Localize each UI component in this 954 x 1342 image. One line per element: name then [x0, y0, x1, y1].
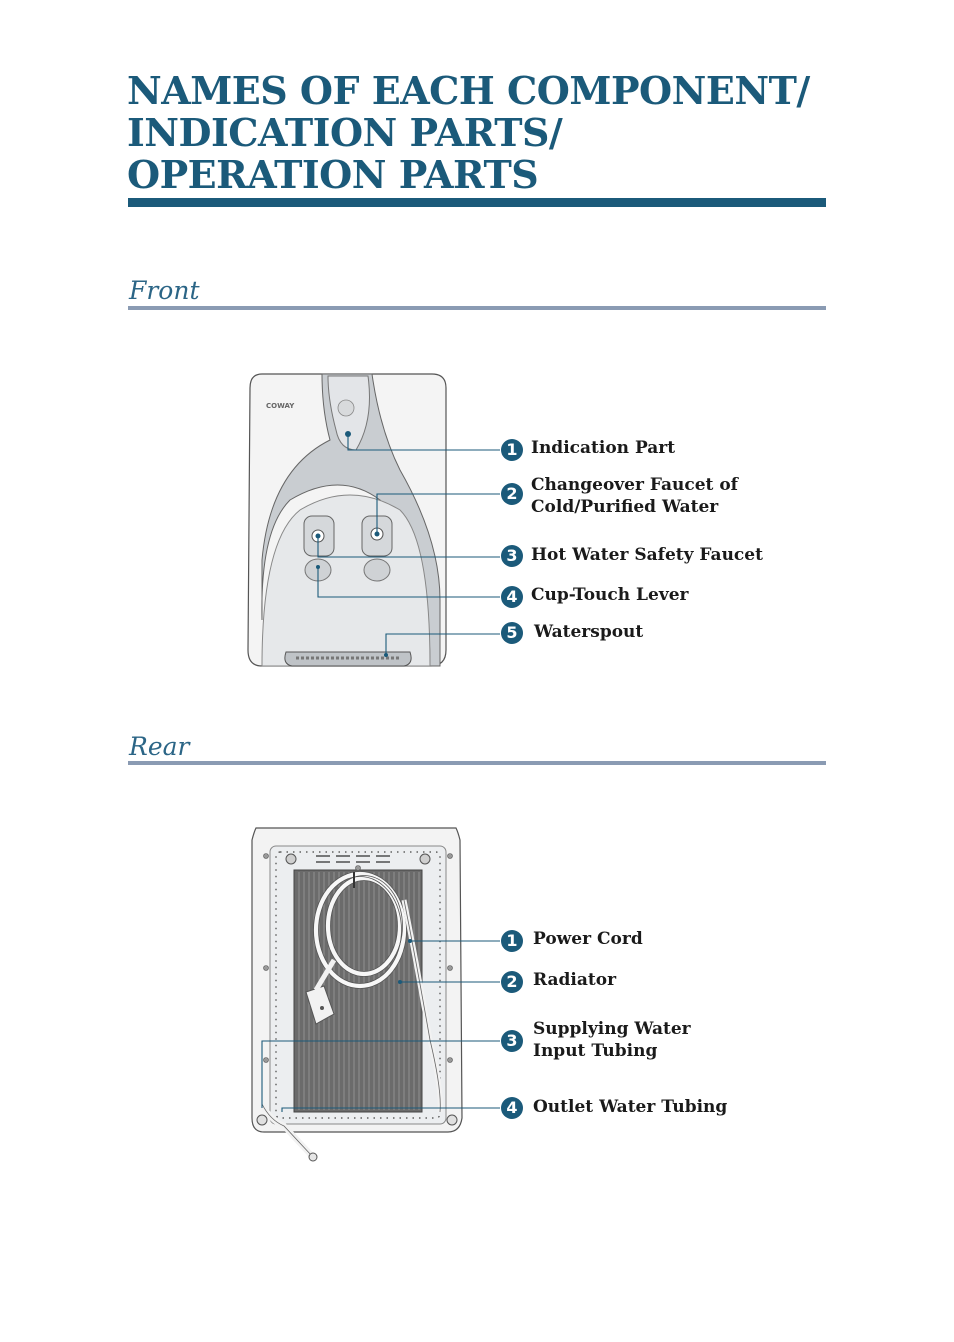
power-cord-label: Power Cord [533, 929, 643, 949]
waterspout-label: Waterspout [534, 622, 644, 642]
title-line-3: OPERATION PARTS [127, 152, 539, 197]
front-heading: Front [129, 276, 200, 305]
front-illustration: COWAY [247, 373, 500, 667]
front-callout-4-badge: 4 [501, 586, 523, 608]
changeover-faucet-label-line2: Cold/Purified Water [531, 497, 719, 517]
changeover-faucet-label-line1: Changeover Faucet of [531, 475, 738, 495]
supplying-water-label-line2: Input Tubing [533, 1041, 658, 1061]
page-title: NAMES OF EACH COMPONENT/ INDICATION PART… [127, 70, 827, 196]
supplying-water-label-line1: Supplying Water [533, 1019, 691, 1039]
front-callout-2-badge: 2 [501, 483, 523, 505]
brand-logo: COWAY [266, 402, 295, 410]
cup-touch-lever-label: Cup-Touch Lever [531, 585, 689, 605]
rear-heading: Rear [129, 732, 190, 761]
title-divider [128, 198, 826, 207]
rear-callout-3-badge: 3 [501, 1030, 523, 1052]
rear-divider [128, 761, 826, 765]
rear-illustration [251, 827, 500, 1162]
front-callout-1-badge: 1 [501, 439, 523, 461]
front-divider [128, 306, 826, 310]
title-line-1: NAMES OF EACH COMPONENT/ [127, 68, 810, 113]
rear-callout-4-badge: 4 [501, 1097, 523, 1119]
outlet-water-tubing-label: Outlet Water Tubing [533, 1097, 728, 1117]
hot-water-faucet-label: Hot Water Safety Faucet [531, 545, 763, 565]
title-line-2: INDICATION PARTS/ [127, 110, 563, 155]
front-callout-5-badge: 5 [501, 622, 523, 644]
front-callout-3-badge: 3 [501, 545, 523, 567]
rear-callout-2-badge: 2 [501, 971, 523, 993]
rear-callout-1-badge: 1 [501, 930, 523, 952]
radiator-label: Radiator [533, 970, 617, 990]
indication-part-label: Indication Part [531, 438, 676, 458]
